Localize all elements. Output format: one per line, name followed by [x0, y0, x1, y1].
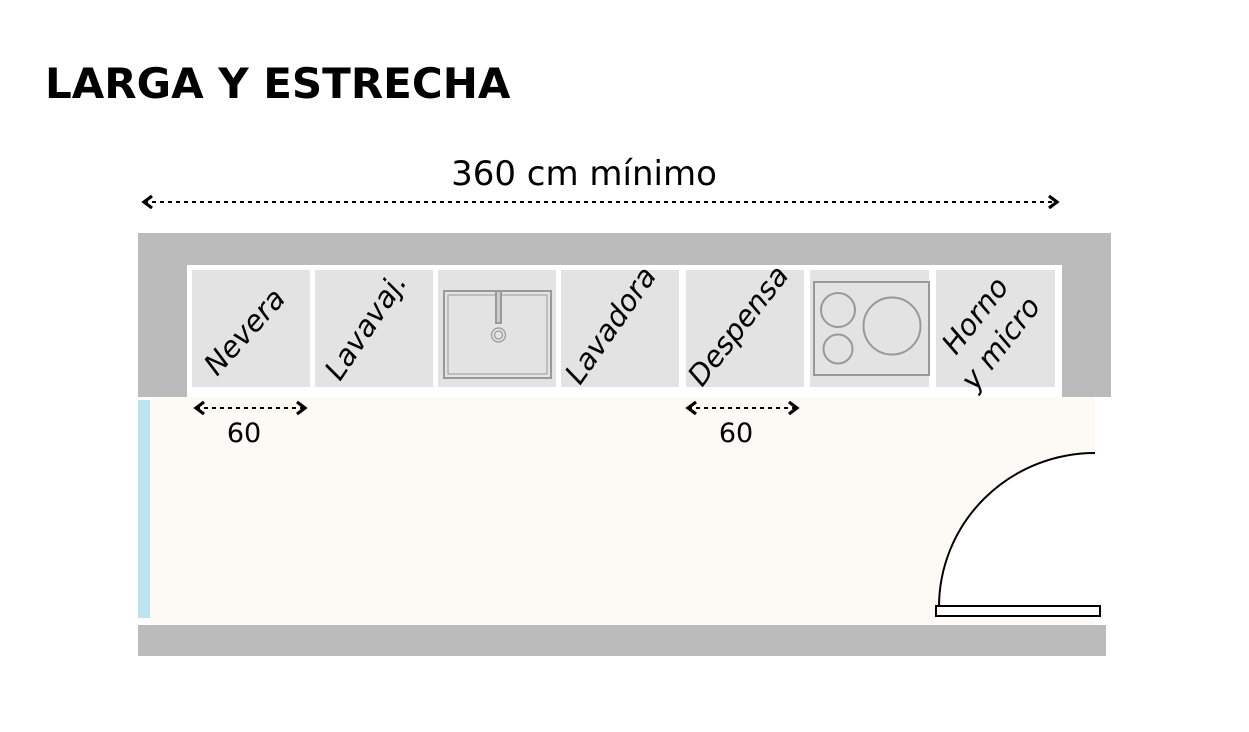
door-icon [935, 452, 1101, 617]
right-wall [1062, 233, 1111, 397]
page-title: LARGA Y ESTRECHA [45, 59, 511, 108]
module-cooktop [810, 270, 930, 387]
module-oven: Horno y micro [935, 270, 1055, 397]
module-fridge: Nevera [192, 270, 310, 387]
module-dimension-label: 60 [227, 418, 261, 449]
walls [138, 233, 1111, 656]
floor [150, 397, 1095, 625]
module-dimension-label: 60 [719, 418, 753, 449]
window [138, 400, 150, 618]
sink-icon [443, 290, 552, 379]
bottom-wall [138, 625, 1106, 656]
module-pantry: Despensa [681, 259, 804, 392]
module-sink [438, 270, 556, 387]
top-wall [138, 233, 1111, 265]
module-dishwasher: Lavavaj. [315, 267, 433, 387]
total-dimension-label: 360 cm mínimo [451, 154, 717, 194]
module-washing-machine: Lavadora [558, 260, 679, 390]
left-wall [138, 233, 187, 397]
cooktop-icon [813, 281, 930, 376]
